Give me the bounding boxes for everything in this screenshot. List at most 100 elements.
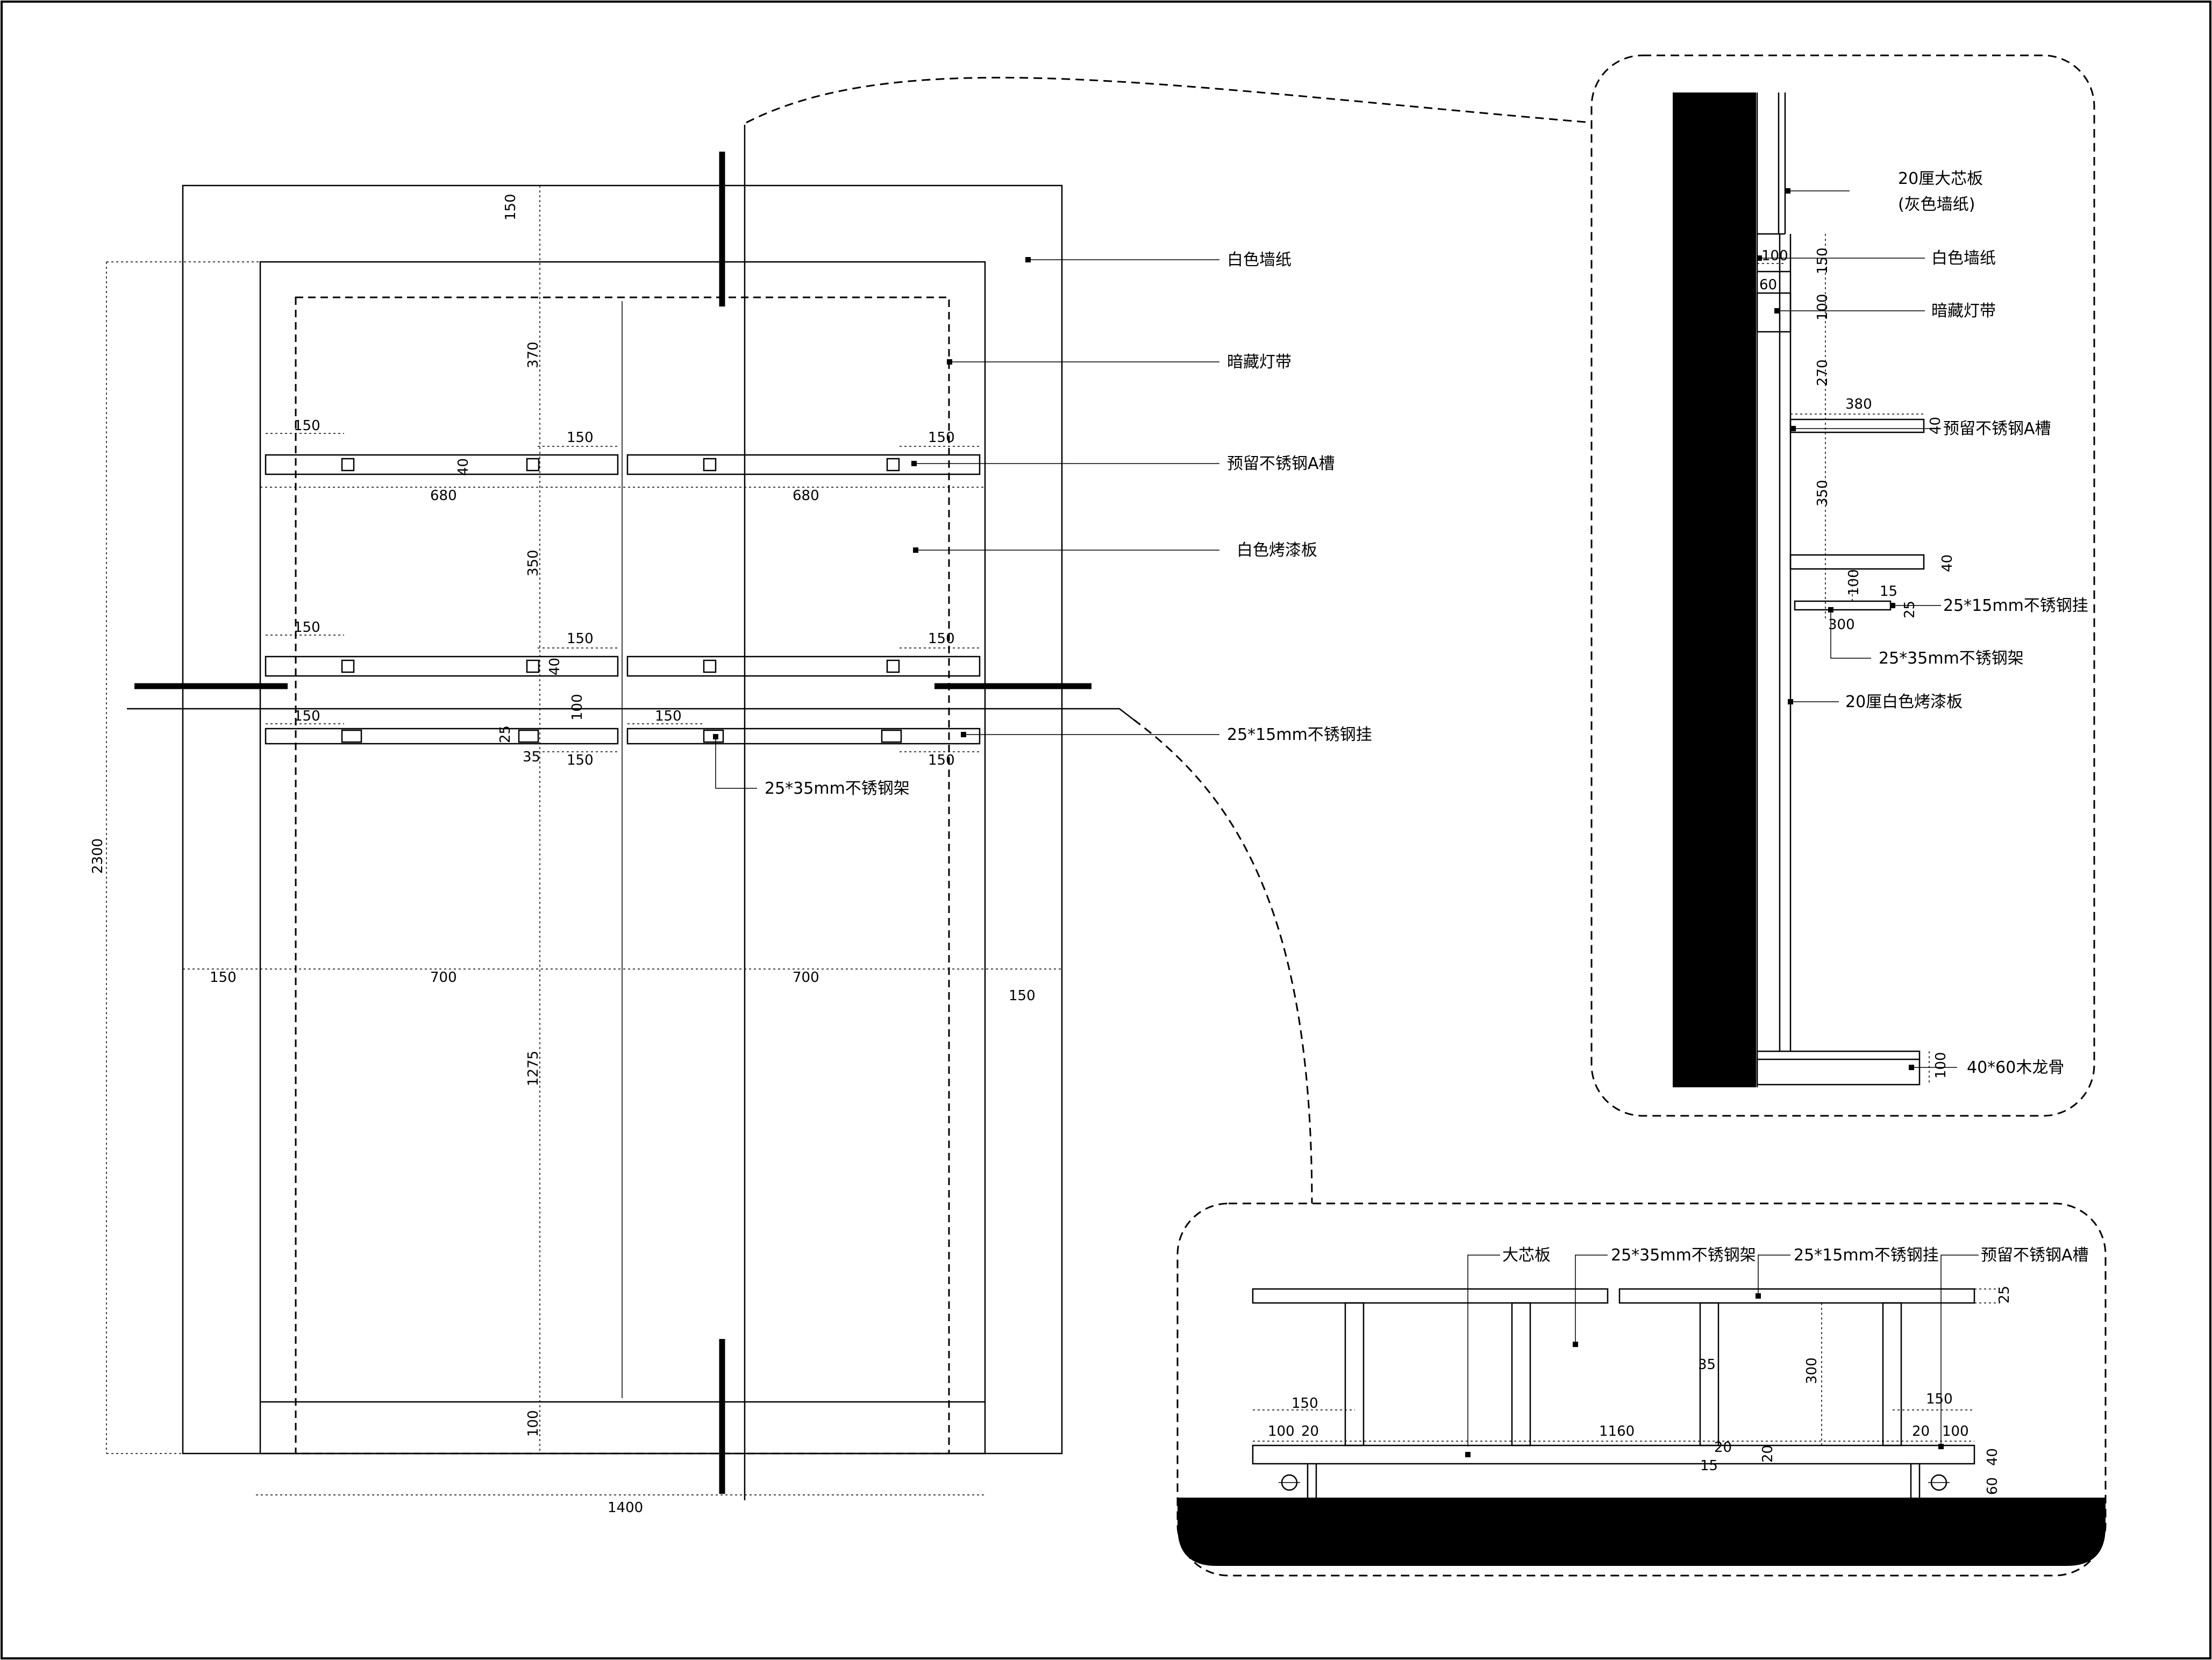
leader-dot — [1774, 308, 1780, 314]
dim-100: 100 — [1846, 569, 1862, 596]
shelf — [265, 454, 619, 475]
shelf-section — [1789, 418, 1925, 433]
front-elevation: 150 370 350 1275 100 100 2300 40 40 25 1… — [90, 125, 1372, 1516]
label-ss-bracket: 25*35mm不锈钢架 — [1879, 649, 2024, 668]
leader-dot — [1756, 1293, 1761, 1299]
leader-line — [715, 737, 757, 789]
dim-15: 15 — [1880, 583, 1897, 600]
bracket-leg — [1344, 1302, 1365, 1447]
dim-150: 150 — [928, 752, 955, 768]
dim-680-right: 680 — [793, 488, 819, 504]
bracket-leg — [1882, 1302, 1902, 1447]
bracket-mark — [886, 458, 900, 472]
shelf — [626, 454, 981, 475]
dim-40: 40 — [1939, 554, 1956, 572]
label-reserved-ss-groove: 预留不锈钢A槽 — [1943, 419, 2051, 438]
leader-dot — [1909, 1065, 1914, 1070]
plan-cut-line — [127, 708, 1134, 720]
dim-40: 40 — [1985, 1448, 2001, 1466]
leader-line — [1758, 1255, 1790, 1296]
leader-dot — [1465, 1452, 1471, 1457]
bracket-mark — [341, 729, 362, 743]
label-ss-hanger: 25*15mm不锈钢挂 — [1794, 1246, 1939, 1265]
leader-line — [1830, 610, 1871, 659]
leader-dot — [1025, 257, 1031, 262]
label-white-lacquer-board: 白色烤漆板 — [1237, 541, 1317, 560]
bracket-mark — [703, 729, 724, 743]
dim-150: 150 — [294, 619, 320, 636]
dim-100-mid: 100 — [569, 694, 586, 721]
callout-curve-plan — [1133, 718, 1313, 1204]
dim-40-a: 40 — [455, 458, 472, 476]
dim-20: 20 — [1912, 1423, 1930, 1440]
shelf-row-1 — [265, 454, 981, 475]
dim-350: 350 — [525, 550, 541, 576]
dim-150: 150 — [567, 631, 594, 647]
wood-joist — [1756, 1050, 1921, 1086]
wall-fill — [1673, 92, 1756, 1087]
hidden-light-strip-outline — [295, 296, 950, 1455]
light-strip-box — [1756, 292, 1792, 333]
dim-25: 25 — [1996, 1286, 2013, 1303]
label-core-board: 大芯板 — [1502, 1246, 1551, 1265]
dim-100: 100 — [1761, 248, 1788, 264]
leader-dot — [1788, 699, 1793, 704]
leader-dot — [1757, 255, 1762, 261]
groove-base — [1252, 1444, 1975, 1465]
dim-1275: 1275 — [525, 1051, 541, 1086]
dim-1400: 1400 — [608, 1500, 643, 1516]
dim-100: 100 — [1815, 294, 1831, 320]
leader-dot — [961, 732, 966, 737]
leader-dot — [1790, 426, 1796, 431]
dim-350: 350 — [1815, 480, 1831, 507]
label-wood-joist: 40*60木龙骨 — [1967, 1058, 2064, 1077]
dim-700-right: 700 — [793, 970, 819, 986]
leader-dot — [1938, 1444, 1944, 1449]
dim-150-left: 150 — [1291, 1395, 1318, 1412]
leader-dot — [913, 547, 918, 553]
dim-20: 20 — [1714, 1440, 1732, 1456]
panel-outline — [259, 261, 986, 1455]
dim-20: 20 — [1301, 1423, 1319, 1440]
dim-150-top: 150 — [503, 194, 519, 220]
bracket-mark — [526, 659, 540, 673]
dim-150: 150 — [294, 418, 320, 434]
leader-dot — [1573, 1342, 1578, 1347]
label-reserved-ss-groove: 预留不锈钢A槽 — [1227, 454, 1335, 473]
dim-60: 60 — [1759, 277, 1777, 293]
dim-35: 35 — [523, 749, 540, 765]
hanger-board — [1252, 1288, 1609, 1304]
dim-150-right: 150 — [1926, 1391, 1953, 1407]
bracket-mark — [881, 729, 902, 743]
shelf-row-2 — [265, 656, 981, 677]
leader-dot — [1785, 188, 1790, 194]
floor-fill — [1178, 1498, 2106, 1566]
dim-100-right: 100 — [1942, 1423, 1969, 1440]
dim-2300: 2300 — [90, 838, 106, 874]
dim-60: 60 — [1985, 1477, 2001, 1495]
detail-frame — [1590, 54, 2095, 1117]
bracket-mark — [518, 729, 539, 743]
label-white-wallpaper: 白色墙纸 — [1227, 251, 1291, 269]
hanger-board — [1618, 1288, 1975, 1304]
bracket-mark — [341, 659, 355, 673]
dim-150-right: 150 — [1009, 988, 1036, 1004]
detail-frame — [1176, 1202, 2107, 1577]
dim-150: 150 — [567, 430, 594, 446]
label-ss-bracket: 25*35mm不锈钢架 — [765, 779, 910, 798]
dim-150-left: 150 — [210, 970, 237, 986]
shelf — [626, 656, 981, 677]
leader-dot — [713, 734, 718, 739]
bracket-mark — [886, 659, 900, 673]
label-reserved-ss-groove: 预留不锈钢A槽 — [1981, 1246, 2089, 1265]
hanger-section — [1794, 600, 1892, 611]
bracket-leg — [1511, 1302, 1531, 1447]
bracket-mark — [341, 458, 355, 472]
label-core-board: 20厘大芯板 — [1898, 169, 1983, 188]
dim-35: 35 — [1698, 1357, 1716, 1373]
label-hidden-light-strip: 暗藏灯带 — [1931, 302, 1996, 320]
leader-dot — [947, 359, 952, 365]
dim-40-b: 40 — [547, 658, 563, 675]
leader-line — [1467, 1255, 1500, 1447]
